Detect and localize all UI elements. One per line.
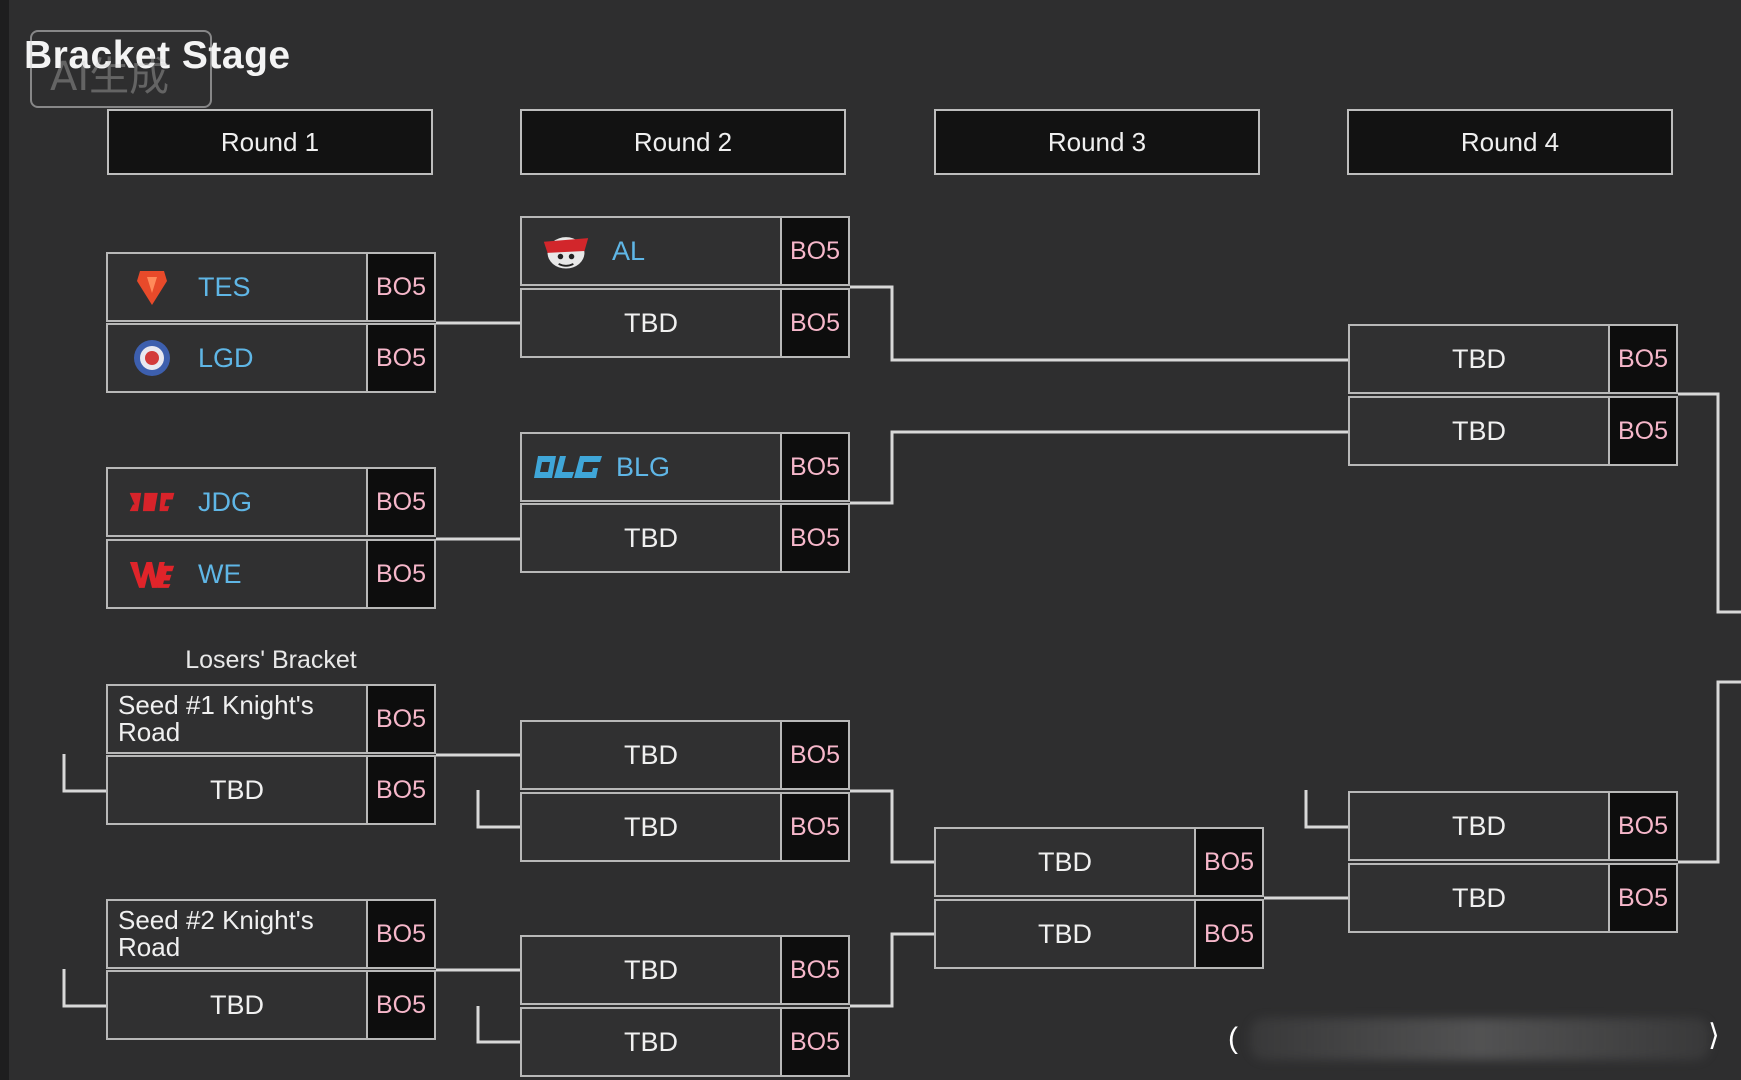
format-badge: BO5	[366, 972, 434, 1038]
match-slot-tbd[interactable]: TBD BO5	[1348, 863, 1678, 933]
match-slot-al[interactable]: AL BO5	[520, 216, 850, 286]
format-badge: BO5	[1194, 829, 1262, 895]
format-badge: BO5	[366, 901, 434, 967]
format-badge: BO5	[366, 325, 434, 391]
losers-bracket-label: Losers' Bracket	[185, 646, 357, 674]
team-name: TBD	[624, 522, 678, 553]
match-slot-lgd[interactable]: LGD BO5	[106, 323, 436, 393]
match-slot-seed-1[interactable]: Seed #1 Knight's Road BO5	[106, 684, 436, 754]
blg-logo-icon	[534, 443, 604, 491]
format-badge: BO5	[780, 218, 848, 284]
team-name: JDG	[198, 486, 252, 517]
format-badge: BO5	[1608, 326, 1676, 392]
match-slot-tbd[interactable]: TBD BO5	[1348, 324, 1678, 394]
format-badge: BO5	[366, 541, 434, 607]
format-badge: BO5	[780, 937, 848, 1003]
team-name: WE	[198, 558, 242, 589]
match-slot-tbd[interactable]: TBD BO5	[520, 288, 850, 358]
format-badge: BO5	[1608, 793, 1676, 859]
format-badge: BO5	[780, 1009, 848, 1075]
tes-logo-icon	[128, 263, 176, 311]
format-badge: BO5	[780, 434, 848, 500]
team-name: Seed #2 Knight's Road	[118, 905, 314, 962]
team-name: TBD	[624, 307, 678, 338]
blurred-watermark-bar	[1250, 1018, 1710, 1060]
team-name: TBD	[1452, 810, 1506, 841]
round-4-header: Round 4	[1347, 109, 1673, 175]
match-slot-tbd[interactable]: TBD BO5	[520, 1007, 850, 1077]
format-badge: BO5	[780, 505, 848, 571]
team-name: TBD	[624, 1026, 678, 1057]
team-name: BLG	[616, 451, 671, 482]
team-name: TBD	[210, 774, 264, 805]
match-slot-tbd[interactable]: TBD BO5	[520, 935, 850, 1005]
left-edge-strip	[0, 0, 9, 1080]
team-name: TBD	[210, 989, 264, 1020]
jdg-logo-icon	[128, 478, 176, 526]
format-badge: BO5	[1608, 865, 1676, 931]
team-name: TBD	[624, 739, 678, 770]
corner-glyph-icon: ⟩	[1708, 1019, 1720, 1052]
ai-watermark: AI生成	[50, 54, 170, 100]
format-badge: BO5	[780, 290, 848, 356]
match-slot-tbd[interactable]: TBD BO5	[106, 970, 436, 1040]
lgd-logo-icon	[128, 334, 176, 382]
format-badge: BO5	[366, 469, 434, 535]
match-slot-tbd[interactable]: TBD BO5	[1348, 396, 1678, 466]
team-name: TBD	[1038, 918, 1092, 949]
round-2-header: Round 2	[520, 109, 846, 175]
format-badge: BO5	[780, 794, 848, 860]
format-badge: BO5	[1608, 398, 1676, 464]
match-slot-jdg[interactable]: JDG BO5	[106, 467, 436, 537]
format-badge: BO5	[1194, 901, 1262, 967]
match-slot-seed-2[interactable]: Seed #2 Knight's Road BO5	[106, 899, 436, 969]
team-name: Seed #1 Knight's Road	[118, 690, 314, 747]
team-name: AL	[612, 235, 646, 266]
ai-watermark-box	[30, 30, 212, 108]
team-name: TBD	[624, 954, 678, 985]
match-slot-tbd[interactable]: TBD BO5	[934, 827, 1264, 897]
match-slot-tbd[interactable]: TBD BO5	[934, 899, 1264, 969]
al-logo-icon	[542, 227, 590, 275]
left-bracket-glyph-icon: (	[1228, 1022, 1238, 1055]
round-3-header: Round 3	[934, 109, 1260, 175]
match-slot-blg[interactable]: BLG BO5	[520, 432, 850, 502]
team-name: TBD	[1452, 343, 1506, 374]
team-name: TBD	[624, 811, 678, 842]
format-badge: BO5	[366, 686, 434, 752]
format-badge: BO5	[780, 722, 848, 788]
page-title: Bracket Stage	[24, 34, 291, 77]
match-slot-we[interactable]: WE BO5	[106, 539, 436, 609]
match-slot-tbd[interactable]: TBD BO5	[106, 755, 436, 825]
match-slot-tes[interactable]: TES BO5	[106, 252, 436, 322]
team-name: LGD	[198, 342, 254, 373]
match-slot-tbd[interactable]: TBD BO5	[520, 792, 850, 862]
match-slot-tbd[interactable]: TBD BO5	[1348, 791, 1678, 861]
match-slot-tbd[interactable]: TBD BO5	[520, 503, 850, 573]
format-badge: BO5	[366, 254, 434, 320]
team-name: TES	[198, 271, 251, 302]
team-name: TBD	[1038, 846, 1092, 877]
format-badge: BO5	[366, 757, 434, 823]
team-name: TBD	[1452, 882, 1506, 913]
we-logo-icon	[128, 550, 176, 598]
team-name: TBD	[1452, 415, 1506, 446]
round-1-header: Round 1	[107, 109, 433, 175]
match-slot-tbd[interactable]: TBD BO5	[520, 720, 850, 790]
